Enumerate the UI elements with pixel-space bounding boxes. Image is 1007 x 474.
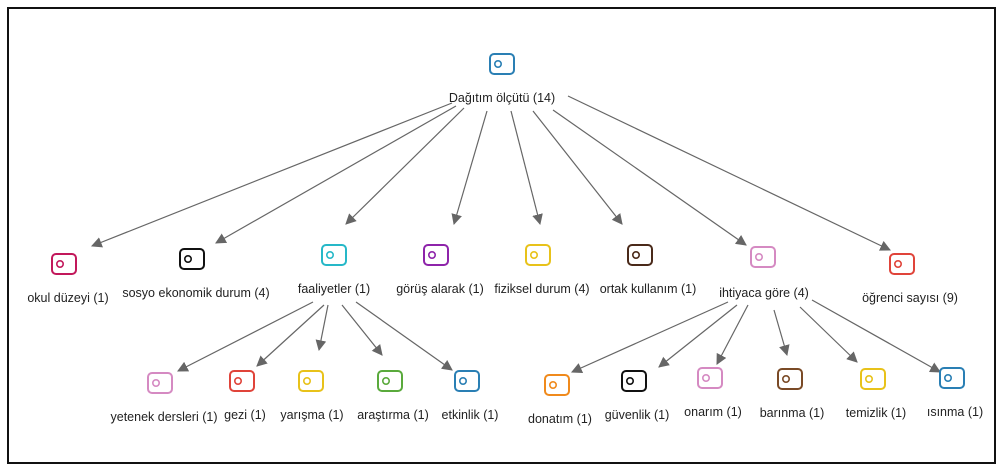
code-node-icon (179, 248, 205, 270)
edge-root-to-ortak (532, 110, 623, 225)
edge-root-to-fiziksel (510, 110, 543, 226)
edge-faaliyet-to-arastirma (341, 304, 383, 356)
code-node-icon (544, 374, 570, 396)
node-label: sosyo ekonomik durum (4) (122, 286, 269, 300)
node-label: araştırma (1) (357, 408, 429, 422)
node-label: öğrenci sayısı (9) (862, 291, 958, 305)
code-node-icon (147, 372, 173, 394)
edge-ihtiyac-to-guvenlik (658, 304, 738, 368)
code-node-icon (750, 246, 776, 268)
node-label: gezi (1) (224, 408, 266, 422)
edge-faaliyet-to-gezi (256, 304, 325, 367)
node-label: donatım (1) (528, 412, 592, 426)
node-label: etkinlik (1) (442, 408, 499, 422)
code-node-icon (621, 370, 647, 392)
edge-ihtiyac-to-donatim (571, 301, 729, 373)
node-label: yetenek dersleri (1) (111, 410, 218, 424)
node-label: Dağıtım ölçütü (14) (449, 91, 555, 105)
node-gezi[interactable]: gezi (1) (224, 370, 266, 422)
node-etkinlik[interactable]: etkinlik (1) (442, 370, 499, 422)
node-donatim[interactable]: donatım (1) (528, 374, 592, 426)
code-node-icon (51, 253, 77, 275)
node-gorus[interactable]: görüş alarak (1) (396, 244, 484, 296)
edge-faaliyet-to-yarisma (315, 304, 329, 352)
code-node-icon (777, 368, 803, 390)
node-label: ihtiyaca göre (4) (719, 286, 809, 300)
edge-ihtiyac-to-onarim (716, 304, 749, 365)
code-node-icon (377, 370, 403, 392)
code-node-icon (860, 368, 886, 390)
node-label: ısınma (1) (927, 405, 983, 419)
node-yarisma[interactable]: yarışma (1) (280, 370, 344, 422)
code-node-icon (939, 367, 965, 389)
node-fiziksel[interactable]: fiziksel durum (4) (494, 244, 590, 296)
code-node-icon (697, 367, 723, 389)
node-barinma[interactable]: barınma (1) (760, 368, 825, 420)
node-label: okul düzeyi (1) (27, 291, 108, 305)
node-label: temizlik (1) (846, 406, 906, 420)
node-temizlik[interactable]: temizlik (1) (846, 368, 906, 420)
node-ihtiyac[interactable]: ihtiyaca göre (4) (719, 246, 809, 300)
edge-root-to-gorus (451, 110, 488, 226)
node-isinma[interactable]: ısınma (1) (927, 367, 983, 419)
edge-ihtiyac-to-temizlik (799, 306, 858, 363)
node-faaliyet[interactable]: faaliyetler (1) (298, 244, 370, 296)
code-node-icon (489, 53, 515, 75)
edge-root-to-ihtiyac (552, 109, 747, 246)
node-label: onarım (1) (684, 405, 742, 419)
code-node-icon (423, 244, 449, 266)
edge-ihtiyac-to-isinma (811, 299, 941, 373)
node-sosyo[interactable]: sosyo ekonomik durum (4) (122, 248, 270, 300)
code-node-icon (229, 370, 255, 392)
code-node-icon (525, 244, 551, 266)
code-node-icon (889, 253, 915, 275)
node-ortak[interactable]: ortak kullanım (1) (600, 244, 697, 296)
node-label: yarışma (1) (280, 408, 343, 422)
edge-root-to-sosyo (215, 105, 457, 244)
node-root[interactable]: Dağıtım ölçütü (14) (449, 53, 555, 105)
code-node-icon (454, 370, 480, 392)
node-label: güvenlik (1) (605, 408, 670, 422)
diagram-frame (7, 7, 996, 464)
node-label: faaliyetler (1) (298, 282, 370, 296)
node-label: barınma (1) (760, 406, 825, 420)
node-okul[interactable]: okul düzeyi (1) (27, 253, 109, 305)
node-ogrenci[interactable]: öğrenci sayısı (9) (862, 253, 958, 305)
node-label: görüş alarak (1) (396, 282, 484, 296)
node-label: fiziksel durum (4) (494, 282, 589, 296)
code-node-icon (321, 244, 347, 266)
edge-ihtiyac-to-barinma (773, 309, 790, 357)
edge-faaliyet-to-etkinlik (355, 301, 453, 371)
edge-root-to-faaliyet (345, 107, 465, 225)
node-onarim[interactable]: onarım (1) (684, 367, 742, 419)
node-yetenek[interactable]: yetenek dersleri (1) (111, 372, 218, 424)
edge-root-to-okul (90, 102, 453, 248)
code-node-icon (298, 370, 324, 392)
code-node-icon (627, 244, 653, 266)
node-label: ortak kullanım (1) (600, 282, 697, 296)
node-arastirma[interactable]: araştırma (1) (357, 370, 429, 422)
edge-faaliyet-to-yetenek (177, 301, 314, 372)
node-guvenlik[interactable]: güvenlik (1) (605, 370, 670, 422)
edge-root-to-ogrenci (567, 95, 891, 251)
